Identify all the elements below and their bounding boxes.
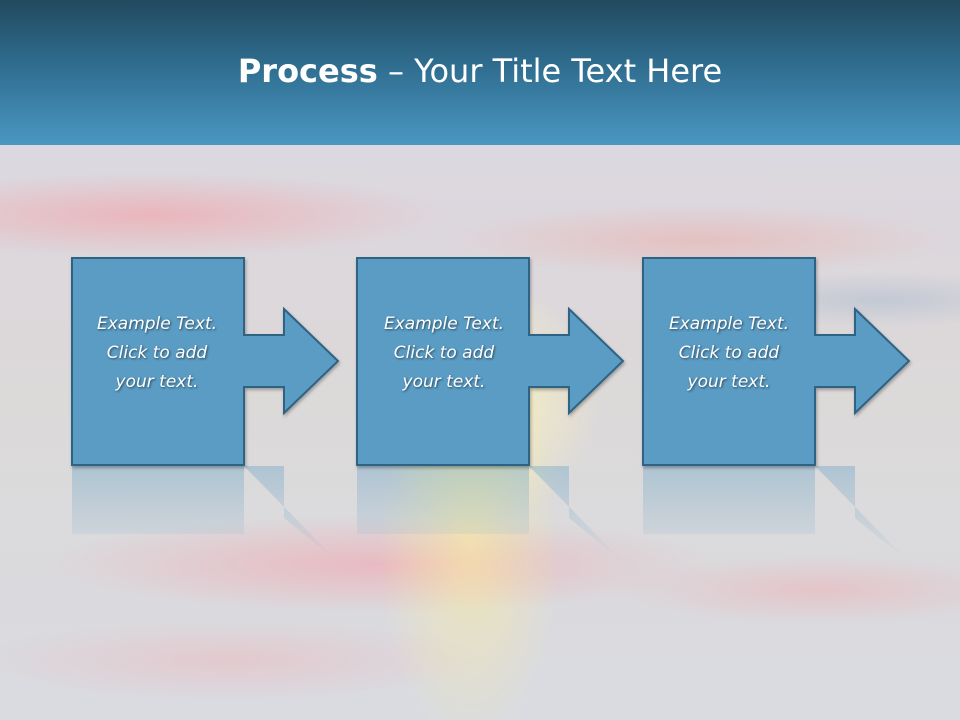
step-1-arrow-shape bbox=[71, 257, 340, 466]
slide-title[interactable]: Process – Your Title Text Here bbox=[0, 52, 960, 90]
process-step-3[interactable] bbox=[642, 257, 911, 562]
title-bar: Process – Your Title Text Here bbox=[0, 0, 960, 145]
step-3-text[interactable]: Example Text. Click to add your text. bbox=[643, 310, 815, 397]
step-2-line-3: your text. bbox=[402, 372, 486, 392]
step-1-line-2: Click to add bbox=[106, 343, 208, 363]
process-step-1[interactable] bbox=[71, 257, 340, 562]
step-3-line-3: your text. bbox=[687, 372, 771, 392]
step-1-text[interactable]: Example Text. Click to add your text. bbox=[71, 310, 243, 397]
step-2-line-1: Example Text. bbox=[383, 314, 505, 334]
step-3-arrow-shape bbox=[642, 257, 911, 466]
process-step-2[interactable] bbox=[356, 257, 625, 562]
step-1-line-3: your text. bbox=[115, 372, 199, 392]
title-rest: – Your Title Text Here bbox=[377, 52, 723, 90]
step-2-reflection bbox=[357, 466, 623, 562]
step-1-line-1: Example Text. bbox=[96, 314, 218, 334]
step-2-text[interactable]: Example Text. Click to add your text. bbox=[358, 310, 530, 397]
step-3-line-1: Example Text. bbox=[668, 314, 790, 334]
step-3-reflection bbox=[643, 466, 909, 562]
title-bold: Process bbox=[237, 52, 378, 90]
step-2-arrow-shape bbox=[356, 257, 625, 466]
step-1-reflection bbox=[72, 466, 338, 562]
step-3-line-2: Click to add bbox=[678, 343, 780, 363]
step-2-line-2: Click to add bbox=[393, 343, 495, 363]
